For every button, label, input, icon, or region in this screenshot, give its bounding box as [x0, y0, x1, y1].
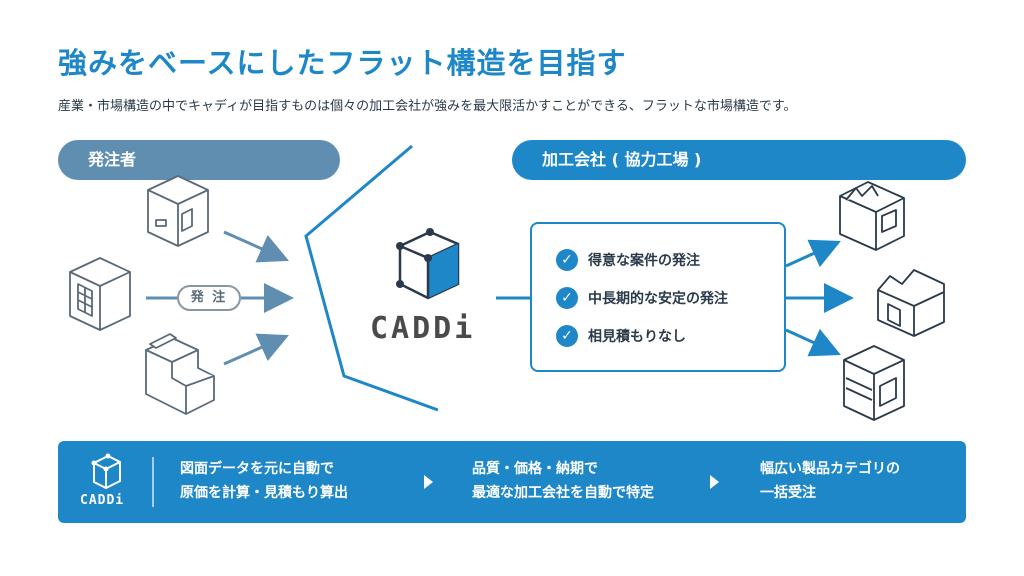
factory-header: 加工会社 ( 協力工場 )	[512, 140, 966, 180]
banner-cube-icon	[91, 453, 121, 490]
factory-arrow-top	[785, 239, 841, 268]
banner-logo-text: CADDi	[80, 493, 125, 508]
benefit-label: 中長期的な安定の発注	[588, 291, 728, 307]
banner-step-1-line2: 原価を計算・見積もり算出	[180, 485, 348, 501]
benefit-item: ✓ 相見積もりなし	[556, 324, 686, 348]
banner-step-2: 品質・価格・納期で 最適な加工会社を自動で特定	[472, 457, 654, 505]
factory-top-icon	[839, 181, 905, 251]
check-icon: ✓	[556, 249, 578, 271]
banner-divider	[152, 457, 154, 507]
banner-step-3: 幅広い製品カテゴリの 一括受注	[760, 457, 900, 505]
order-arrow-bottom	[223, 333, 289, 366]
factory-middle-icon	[877, 269, 945, 337]
benefit-label: 得意な案件の発注	[588, 253, 700, 269]
banner-step-1: 図面データを元に自動で 原価を計算・見積もり算出	[180, 457, 348, 505]
banner-arrow-icon	[424, 475, 433, 489]
banner-step-2-line1: 品質・価格・納期で	[472, 461, 598, 477]
benefit-item: ✓ 得意な案件の発注	[556, 248, 700, 272]
orderer-building-top-icon	[147, 175, 209, 247]
orderer-building-bottom-icon	[145, 333, 215, 415]
caddi-logo-text: CADDi	[370, 311, 475, 346]
benefits-box: ✓ 得意な案件の発注 ✓ 中長期的な安定の発注 ✓ 相見積もりなし	[530, 222, 786, 372]
benefit-item: ✓ 中長期的な安定の発注	[556, 286, 728, 310]
banner-step-3-line1: 幅広い製品カテゴリの	[760, 461, 900, 477]
banner-step-1-line1: 図面データを元に自動で	[180, 461, 334, 477]
banner-step-2-line2: 最適な加工会社を自動で特定	[472, 485, 654, 501]
order-tag: 発 注	[177, 285, 241, 311]
page-title: 強みをベースにしたフラット構造を目指す	[58, 46, 627, 80]
page-subtitle: 産業・市場構造の中でキャディが目指すものは個々の加工会社が強みを最大限活かすこと…	[58, 99, 797, 114]
check-icon: ✓	[556, 287, 578, 309]
check-icon: ✓	[556, 325, 578, 347]
banner-arrow-icon	[710, 475, 719, 489]
factory-arrow-bottom	[785, 328, 841, 357]
factory-bottom-icon	[843, 345, 905, 421]
process-banner: CADDi 図面データを元に自動で 原価を計算・見積もり算出 品質・価格・納期で…	[58, 441, 966, 523]
orderer-header: 発注者	[58, 140, 340, 180]
funnel-line	[304, 144, 439, 412]
orderer-building-middle-icon	[69, 257, 131, 331]
banner-step-3-line2: 一括受注	[760, 485, 816, 501]
benefit-label: 相見積もりなし	[588, 329, 686, 345]
order-arrow-top	[223, 230, 289, 263]
caddi-cube-icon	[396, 228, 460, 300]
